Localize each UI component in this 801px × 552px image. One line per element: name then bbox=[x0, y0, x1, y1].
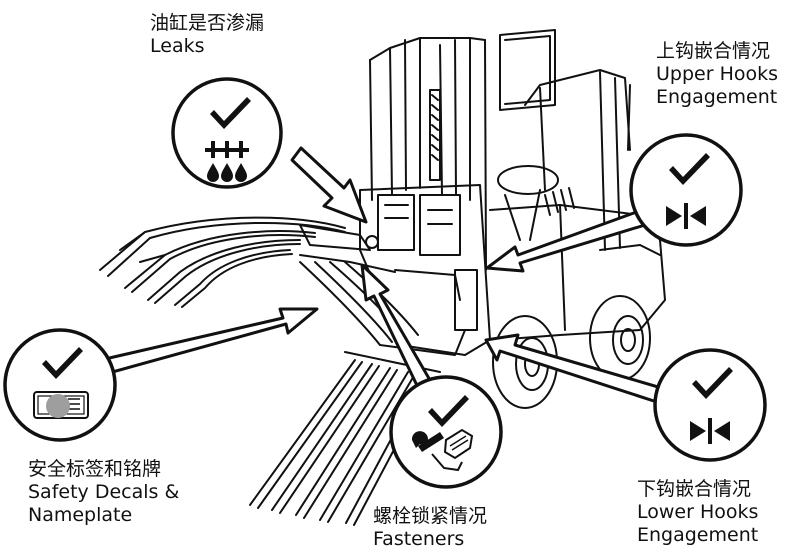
upper-hooks-badge bbox=[629, 133, 743, 247]
mast bbox=[369, 37, 487, 271]
callout-arrows bbox=[90, 146, 667, 405]
label-leaks-zh: 油缸是否渗漏 bbox=[150, 12, 265, 34]
overhead-guard bbox=[499, 29, 631, 251]
forklift-illustration bbox=[99, 29, 666, 526]
hook-engagement-icon bbox=[666, 203, 706, 229]
label-safety-decals-en2: Nameplate bbox=[28, 504, 133, 526]
steering-wheel bbox=[497, 165, 575, 241]
truck-body bbox=[489, 204, 666, 341]
label-upper-hooks: 上钩嵌合情况 Upper Hooks Engagement bbox=[656, 40, 778, 109]
leaks-badge bbox=[171, 77, 283, 189]
wrench-icon bbox=[411, 428, 474, 472]
label-safety-decals-zh: 安全标签和铭牌 bbox=[28, 458, 162, 480]
label-lower-hooks-en1: Lower Hooks bbox=[637, 501, 759, 523]
label-lower-hooks-en2: Engagement bbox=[637, 524, 759, 546]
lower-clamp-arms bbox=[299, 254, 466, 356]
arrow-fasteners bbox=[360, 263, 440, 402]
leak-drops-icon bbox=[205, 141, 249, 182]
label-lower-hooks: 下钩嵌合情况 Lower Hooks Engagement bbox=[637, 478, 758, 547]
label-upper-hooks-en2: Engagement bbox=[656, 86, 778, 108]
label-upper-hooks-en1: Upper Hooks bbox=[656, 63, 779, 85]
arrow-lower-hooks bbox=[484, 333, 667, 405]
label-fasteners-zh: 螺栓锁紧情况 bbox=[373, 505, 488, 527]
fasteners-badge bbox=[389, 375, 503, 489]
label-upper-hooks-zh: 上钩嵌合情况 bbox=[656, 40, 771, 62]
label-lower-hooks-zh: 下钩嵌合情况 bbox=[637, 478, 752, 500]
label-leaks-en: Leaks bbox=[150, 35, 205, 57]
label-safety-decals-en1: Safety Decals & bbox=[28, 481, 180, 503]
arrow-leaks bbox=[290, 146, 368, 224]
hook-engagement-icon bbox=[690, 418, 730, 444]
upper-clamp-arms bbox=[99, 216, 346, 308]
arrow-safety-decals bbox=[90, 307, 319, 378]
grey-marker-dot bbox=[46, 394, 70, 418]
label-safety-decals: 安全标签和铭牌 Safety Decals & Nameplate bbox=[28, 458, 179, 527]
arrow-upper-hooks bbox=[485, 208, 647, 273]
safety-decals-badge bbox=[3, 328, 117, 442]
label-fasteners-en: Fasteners bbox=[373, 528, 465, 550]
lower-hooks-badge bbox=[653, 348, 767, 462]
label-leaks: 油缸是否渗漏 Leaks bbox=[150, 12, 264, 58]
label-fasteners: 螺栓锁紧情况 Fasteners bbox=[373, 505, 487, 551]
decal-plate-icon bbox=[33, 391, 89, 419]
